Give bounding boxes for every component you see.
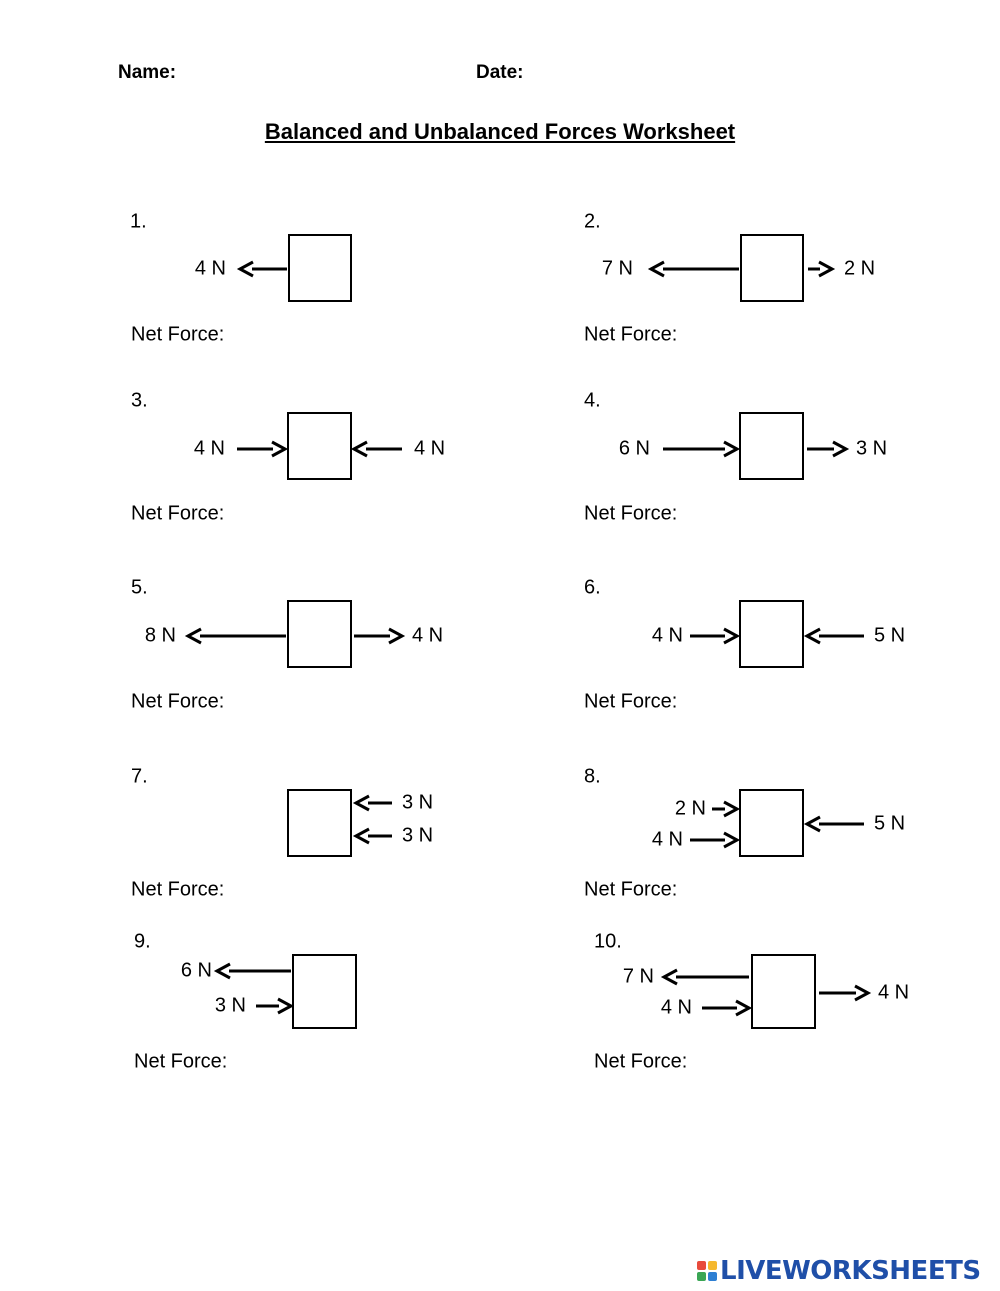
problem-1-force-1-arrow (236, 260, 287, 278)
problem-4-force-2-label: 3 N (856, 437, 887, 459)
problem-3-net-force-label: Net Force: (131, 502, 224, 524)
problem-4-box (739, 412, 804, 480)
problem-10-number: 10. (594, 930, 622, 952)
problem-3-number: 3. (131, 389, 148, 411)
problem-6-force-2-arrow (803, 627, 864, 645)
problem-3-force-1-arrow (237, 440, 289, 458)
problem-7-box (287, 789, 352, 857)
problem-8-force-3-label: 5 N (874, 812, 905, 834)
problem-6-number: 6. (584, 576, 601, 598)
problem-6-force-2-label: 5 N (874, 624, 905, 646)
liveworksheets-logo: LIVEWORKSHEETS (697, 1254, 981, 1288)
problem-10-box (751, 954, 816, 1029)
problem-10-force-3-label: 4 N (878, 981, 909, 1003)
problem-6-box (739, 600, 804, 668)
problem-8-force-2-label: 4 N (652, 828, 683, 850)
problem-1-number: 1. (130, 210, 147, 232)
problem-6-force-1-label: 4 N (652, 624, 683, 646)
problem-3-force-1-label: 4 N (194, 437, 225, 459)
problem-6-force-1-arrow (690, 627, 741, 645)
problem-8-net-force-label: Net Force: (584, 878, 677, 900)
problem-7-net-force-label: Net Force: (131, 878, 224, 900)
problem-6-net-force-label: Net Force: (584, 690, 677, 712)
problem-4-force-2-arrow (807, 440, 850, 458)
problem-9-force-1-arrow (213, 962, 291, 980)
problem-3-box (287, 412, 352, 480)
problem-5-force-1-arrow (184, 627, 286, 645)
problem-8-force-1-arrow (712, 800, 741, 818)
problem-9-force-1-label: 6 N (181, 959, 212, 981)
problem-8-box (739, 789, 804, 857)
problem-7-force-1-label: 3 N (402, 791, 433, 813)
logo-text: LIVEWORKSHEETS (720, 1256, 981, 1286)
problem-7-force-1-arrow (352, 794, 392, 812)
problem-9-force-2-label: 3 N (215, 994, 246, 1016)
name-label: Name: (118, 62, 177, 83)
problem-7-force-2-label: 3 N (402, 824, 433, 846)
problem-4-net-force-label: Net Force: (584, 502, 677, 524)
problem-10-force-1-arrow (660, 968, 749, 986)
problem-2-force-2-label: 2 N (844, 257, 875, 279)
problem-3-force-2-label: 4 N (414, 437, 445, 459)
problem-9-force-2-arrow (256, 997, 295, 1015)
problem-5-force-2-arrow (354, 627, 406, 645)
problem-1-net-force-label: Net Force: (131, 323, 224, 345)
problem-10-force-2-label: 4 N (661, 996, 692, 1018)
problem-2-force-2-arrow (808, 260, 836, 278)
problem-10-force-1-label: 7 N (623, 965, 654, 987)
problem-5-force-1-label: 8 N (145, 624, 176, 646)
problem-8-force-1-label: 2 N (675, 797, 706, 819)
problem-4-force-1-arrow (663, 440, 741, 458)
problem-10-force-3-arrow (819, 984, 872, 1002)
problem-4-number: 4. (584, 389, 601, 411)
problem-2-force-1-arrow (647, 260, 739, 278)
problem-2-net-force-label: Net Force: (584, 323, 677, 345)
problem-8-force-3-arrow (803, 815, 864, 833)
worksheet-title: Balanced and Unbalanced Forces Worksheet (264, 119, 736, 144)
date-label: Date: (476, 62, 524, 83)
problem-3-force-2-arrow (350, 440, 402, 458)
problem-2-box (740, 234, 804, 302)
problem-2-number: 2. (584, 210, 601, 232)
problem-10-net-force-label: Net Force: (594, 1050, 687, 1072)
logo-mark-icon (697, 1261, 717, 1281)
problem-8-force-2-arrow (690, 831, 741, 849)
problem-2-force-1-label: 7 N (602, 257, 633, 279)
problem-7-number: 7. (131, 765, 148, 787)
problem-5-number: 5. (131, 576, 148, 598)
problem-9-number: 9. (134, 930, 151, 952)
problem-5-box (287, 600, 352, 668)
problem-5-net-force-label: Net Force: (131, 690, 224, 712)
problem-5-force-2-label: 4 N (412, 624, 443, 646)
problem-4-force-1-label: 6 N (619, 437, 650, 459)
problem-9-box (292, 954, 357, 1029)
problem-10-force-2-arrow (702, 999, 753, 1017)
problem-7-force-2-arrow (352, 827, 392, 845)
problem-9-net-force-label: Net Force: (134, 1050, 227, 1072)
problem-1-force-1-label: 4 N (195, 257, 226, 279)
problem-1-box (288, 234, 352, 302)
problem-8-number: 8. (584, 765, 601, 787)
